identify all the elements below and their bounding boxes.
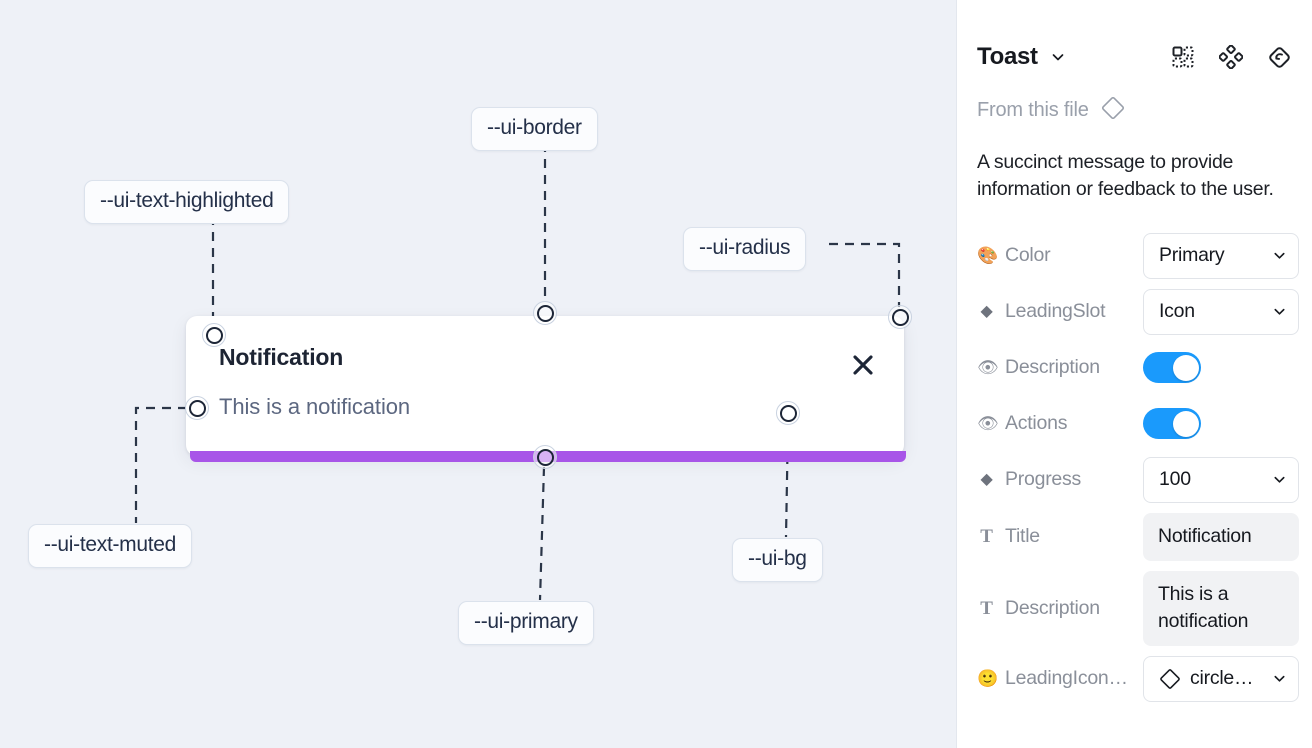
- anchor-ui-text-highlighted[interactable]: [202, 323, 226, 347]
- component-icon[interactable]: [1218, 44, 1244, 70]
- anchor-ui-border[interactable]: [533, 301, 557, 325]
- property-row-leading-icon: 🙂 LeadingIcon… circle…: [977, 655, 1299, 702]
- toggle-knob: [1172, 354, 1199, 381]
- color-select[interactable]: Primary: [1143, 232, 1299, 279]
- property-label-text: Progress: [1005, 468, 1082, 491]
- property-label-text: LeadingSlot: [1005, 300, 1106, 323]
- toast-title: Notification: [219, 344, 344, 370]
- from-this-file-label: From this file: [977, 99, 1089, 121]
- token-pill-ui-text-muted[interactable]: --ui-text-muted: [28, 524, 193, 568]
- property-label-description: 👁 Description: [977, 356, 1143, 379]
- property-label-title: T Title: [977, 525, 1143, 548]
- property-label-text: Title: [1005, 525, 1040, 548]
- property-row-progress: ◆ Progress 100: [977, 456, 1299, 503]
- property-label-text: Description: [1005, 356, 1100, 379]
- leading-slot-select[interactable]: Icon: [1143, 288, 1299, 335]
- property-label-text: Description: [1005, 596, 1100, 619]
- diamond-outline-icon: [1159, 668, 1181, 690]
- variants-icon[interactable]: [1170, 44, 1196, 70]
- smiley-emoji-icon: 🙂: [977, 669, 998, 689]
- progress-select-value: 100: [1159, 468, 1191, 491]
- token-pill-ui-text-highlighted[interactable]: --ui-text-highlighted: [84, 180, 290, 224]
- property-label-color: 🎨 Color: [977, 244, 1143, 267]
- properties-panel: Toast: [956, 0, 1312, 748]
- from-this-file-row[interactable]: From this file: [977, 96, 1292, 125]
- toast-component-preview[interactable]: Notification This is a notification: [186, 316, 904, 456]
- text-icon: T: [980, 526, 993, 548]
- page-title: Toast: [977, 43, 1038, 70]
- diamond-icon: ◆: [980, 302, 993, 320]
- chevron-down-icon: [1272, 304, 1287, 319]
- leading-icon-select[interactable]: circle…: [1143, 655, 1299, 702]
- property-label-leading-icon: 🙂 LeadingIcon…: [977, 667, 1143, 690]
- palette-emoji-icon: 🎨: [977, 246, 998, 266]
- panel-header: Toast: [977, 30, 1292, 84]
- diamond-outline-icon: [1101, 96, 1125, 125]
- property-label-actions: 👁 Actions: [977, 412, 1143, 435]
- title-input[interactable]: Notification: [1143, 512, 1299, 561]
- progress-select[interactable]: 100: [1143, 456, 1299, 503]
- token-pill-ui-radius[interactable]: --ui-radius: [683, 227, 807, 271]
- chevron-down-icon: [1272, 671, 1287, 686]
- property-row-color: 🎨 Color Primary: [977, 232, 1299, 279]
- leading-slot-select-value: Icon: [1159, 300, 1195, 323]
- anchor-ui-primary[interactable]: [533, 445, 557, 469]
- property-label-text: Actions: [1005, 412, 1068, 435]
- reset-instance-icon[interactable]: [1266, 44, 1292, 70]
- leading-icon-select-value: circle…: [1190, 667, 1254, 690]
- property-label-progress: ◆ Progress: [977, 468, 1143, 491]
- text-icon: T: [980, 597, 993, 619]
- token-pill-ui-bg[interactable]: --ui-bg: [732, 538, 823, 582]
- eye-emoji-icon: 👁: [977, 414, 999, 434]
- token-pill-ui-border[interactable]: --ui-border: [471, 107, 598, 151]
- color-select-value: Primary: [1159, 244, 1225, 267]
- design-canvas[interactable]: Notification This is a notification --ui…: [0, 0, 956, 748]
- chevron-down-icon[interactable]: [1050, 49, 1066, 65]
- panel-header-icons: [1170, 44, 1292, 70]
- property-row-actions-toggle: 👁 Actions: [977, 401, 1292, 447]
- diamond-icon: ◆: [980, 470, 993, 488]
- component-description: A succinct message to provide informatio…: [977, 151, 1274, 200]
- property-label-leading-slot: ◆ LeadingSlot: [977, 300, 1143, 323]
- anchor-ui-bg[interactable]: [776, 401, 800, 425]
- property-label-description-text: T Description: [977, 597, 1143, 620]
- description-input[interactable]: This is a notification: [1143, 570, 1299, 646]
- toast-description: This is a notification: [219, 394, 410, 419]
- anchor-ui-radius[interactable]: [888, 305, 912, 329]
- anchor-ui-text-muted[interactable]: [185, 396, 209, 420]
- chevron-down-icon: [1272, 472, 1287, 487]
- actions-toggle[interactable]: [1143, 408, 1201, 440]
- property-row-title: T Title Notification: [977, 512, 1299, 561]
- property-row-leading-slot: ◆ LeadingSlot Icon: [977, 288, 1299, 335]
- property-label-text: LeadingIcon…: [1005, 667, 1128, 690]
- property-row-description-text: T Description This is a notification: [977, 570, 1299, 646]
- property-label-text: Color: [1005, 244, 1051, 267]
- eye-emoji-icon: 👁: [977, 358, 999, 378]
- description-toggle[interactable]: [1143, 352, 1201, 384]
- chevron-down-icon: [1272, 248, 1287, 263]
- close-icon[interactable]: [850, 352, 876, 378]
- property-row-description-toggle: 👁 Description: [977, 345, 1292, 391]
- toggle-knob: [1172, 410, 1199, 437]
- token-pill-ui-primary[interactable]: --ui-primary: [458, 601, 594, 645]
- property-list: 🎨 Color Primary ◆ LeadingSlot: [977, 232, 1299, 702]
